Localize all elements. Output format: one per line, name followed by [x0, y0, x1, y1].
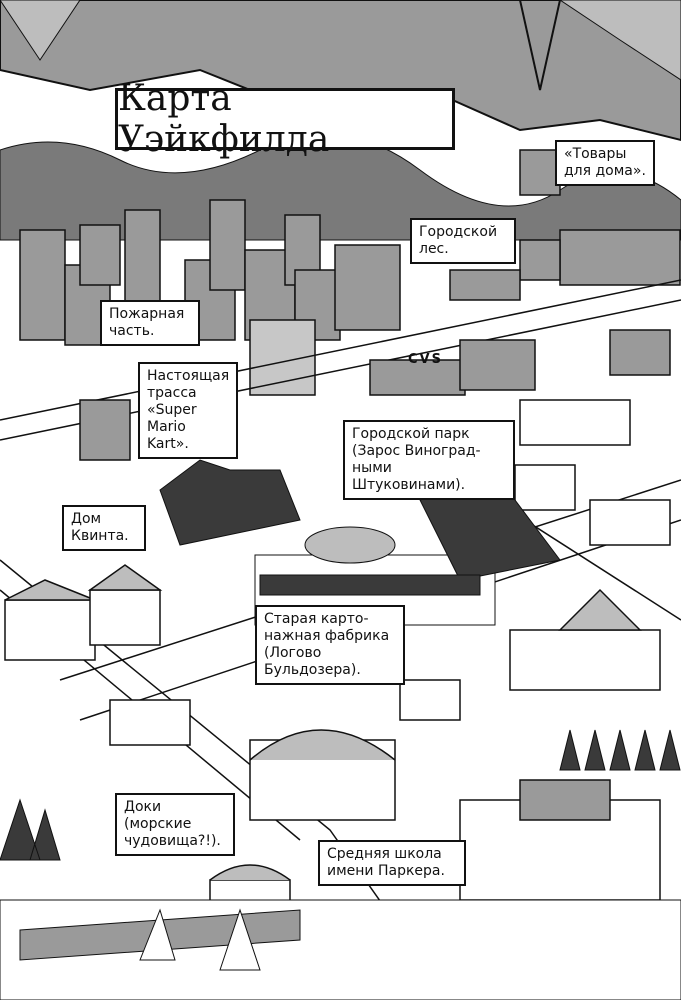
label-city-forest: Городской лес. [410, 218, 516, 264]
label-city-park: Городской парк (Зарос Виноград-ными Штук… [343, 420, 515, 500]
mid-buildings [4, 329, 671, 941]
label-box-factory: Старая карто-нажная фабрика (Логово Буль… [255, 605, 405, 685]
label-fire-station: Пожарная часть. [100, 300, 200, 346]
label-race-track: Настоящая трасса «Super Mario Kart». [138, 362, 238, 459]
downtown-buildings [19, 149, 681, 396]
label-high-school: Средняя школа имени Паркера. [318, 840, 466, 886]
label-quint-house: Дом Квинта. [62, 505, 146, 551]
docks-water [0, 899, 681, 1000]
map-title: Карта Уэйкфилда [115, 78, 455, 160]
label-home-goods: «Товары для дома». [555, 140, 655, 186]
store-sign: CVS [408, 352, 443, 367]
label-docks: Доки (морские чудовища?!). [115, 793, 235, 856]
